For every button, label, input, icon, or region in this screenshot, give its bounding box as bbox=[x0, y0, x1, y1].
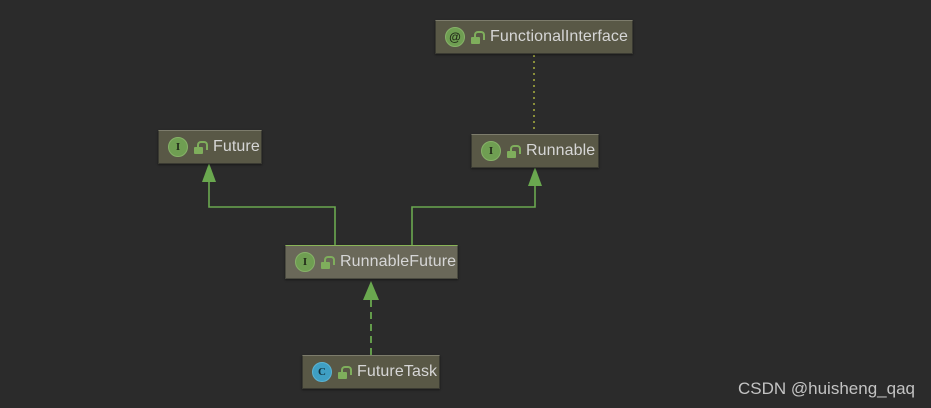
uml-node-functional-interface[interactable]: @ FunctionalInterface bbox=[435, 20, 633, 54]
arrowhead-to-runnable-future bbox=[363, 281, 379, 300]
uml-node-label: FutureTask bbox=[357, 363, 438, 380]
interface-icon: I bbox=[168, 137, 188, 157]
public-lock-icon bbox=[471, 30, 485, 44]
uml-node-runnable-future[interactable]: I RunnableFuture bbox=[285, 245, 458, 279]
public-lock-icon bbox=[321, 255, 335, 269]
class-icon: C bbox=[312, 362, 332, 382]
uml-node-label: RunnableFuture bbox=[340, 253, 457, 270]
annotation-icon: @ bbox=[445, 27, 465, 47]
edge-runnable-future-to-future bbox=[208, 174, 336, 245]
arrowhead-to-future bbox=[202, 163, 216, 182]
interface-icon: I bbox=[481, 141, 501, 161]
watermark-text: CSDN @huisheng_qaq bbox=[738, 379, 915, 398]
uml-node-label: Future bbox=[213, 138, 260, 155]
uml-node-future[interactable]: I Future bbox=[158, 130, 262, 164]
arrowhead-to-runnable bbox=[528, 167, 542, 186]
public-lock-icon bbox=[507, 144, 521, 158]
public-lock-icon bbox=[194, 140, 208, 154]
uml-node-future-task[interactable]: C FutureTask bbox=[302, 355, 440, 389]
interface-icon: I bbox=[295, 252, 315, 272]
uml-node-label: Runnable bbox=[526, 142, 596, 159]
uml-node-label: FunctionalInterface bbox=[490, 28, 628, 45]
public-lock-icon bbox=[338, 365, 352, 379]
edge-runnable-future-to-runnable bbox=[411, 178, 536, 245]
uml-node-runnable[interactable]: I Runnable bbox=[471, 134, 599, 168]
